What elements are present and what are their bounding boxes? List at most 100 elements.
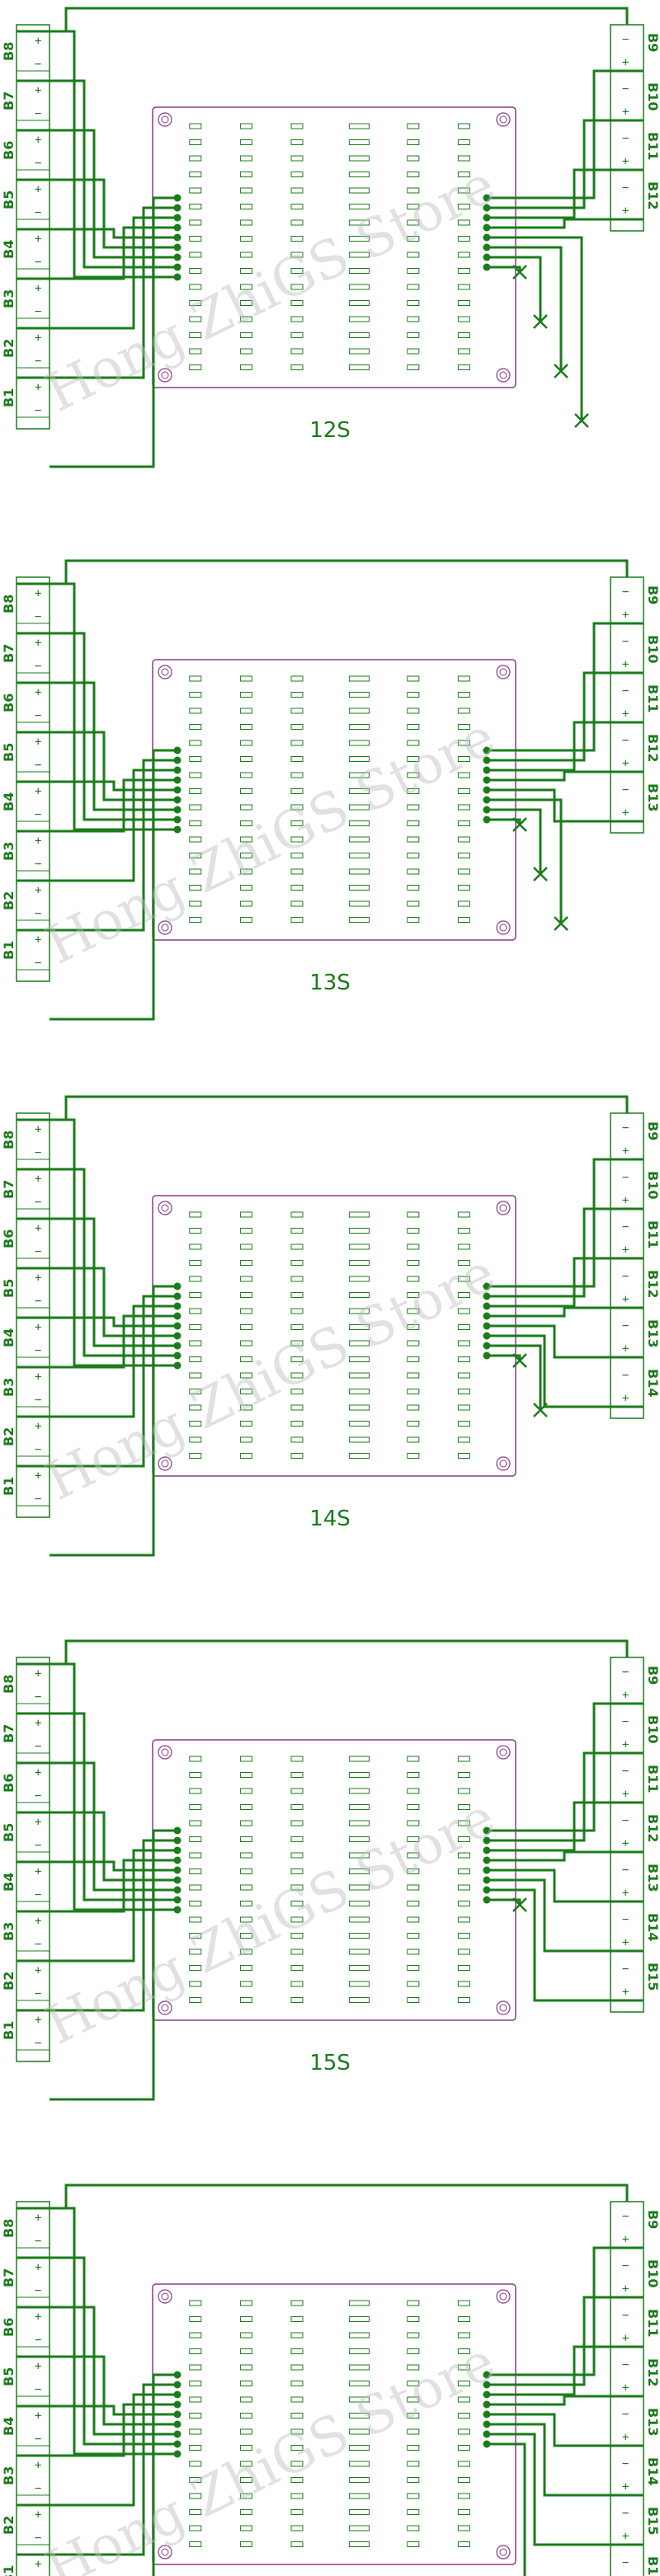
balance-wire-left: [50, 681, 177, 811]
mount-hole: [158, 112, 172, 127]
board-component: [189, 1948, 202, 1955]
board-component: [348, 1340, 370, 1347]
minus-sign: −: [35, 2284, 41, 2297]
board-component: [189, 675, 202, 682]
connector-pin: [483, 1876, 491, 1884]
cell-label-right: B12: [645, 2358, 660, 2386]
minus-sign: −: [35, 1938, 41, 1951]
minus-sign: −: [35, 2334, 41, 2347]
minus-sign: −: [622, 2259, 629, 2273]
balance-wire-right: [487, 2413, 610, 2447]
board-component: [457, 836, 470, 843]
minus-sign: −: [622, 585, 629, 599]
cell-label-right: B9: [645, 1121, 660, 1140]
board-component: [457, 804, 470, 811]
board-component: [407, 756, 420, 762]
board-component: [189, 172, 202, 177]
cell-label-right: B14: [645, 1913, 660, 1941]
minus-sign: −: [622, 734, 629, 747]
balance-wire-right: [487, 2296, 610, 2386]
board-component: [290, 332, 304, 338]
board-component: [189, 364, 202, 370]
board-component: [239, 139, 252, 145]
board-component: [239, 1243, 252, 1250]
connector-pin: [173, 776, 182, 784]
board-component: [457, 1869, 470, 1874]
board-component: [348, 1324, 370, 1330]
balance-wire-left: [50, 1761, 177, 1892]
mount-hole-inner: [161, 1204, 169, 1212]
board-component: [407, 1948, 420, 1955]
board-component: [189, 332, 202, 338]
plus-sign: +: [35, 282, 41, 295]
board-component: [189, 187, 202, 194]
balance-wire-left: [50, 1118, 177, 1367]
board-component: [290, 868, 304, 875]
plus-sign: +: [35, 1964, 41, 1977]
connector-pin: [173, 816, 182, 824]
minus-sign: −: [35, 1492, 41, 1506]
minus-sign: −: [35, 256, 41, 269]
board-component: [239, 1404, 252, 1411]
board-component: [239, 1916, 252, 1923]
cell-label-right: B9: [645, 1666, 660, 1685]
board-component: [290, 1356, 304, 1362]
main-positive-wire: [50, 7, 629, 33]
board-component: [407, 1389, 420, 1394]
board-component: [290, 2461, 304, 2467]
board-component: [348, 2461, 370, 2467]
cell-label-left: B3: [1, 1378, 16, 1397]
board-component: [290, 2316, 304, 2322]
balance-wire-left: [50, 2355, 177, 2426]
board-component: [290, 1453, 304, 1459]
board-component: [348, 2364, 370, 2371]
balance-wire-right: [487, 1324, 610, 1359]
connector-pin: [173, 796, 182, 804]
cell-label-right: B13: [645, 2408, 660, 2436]
board-component: [290, 316, 304, 322]
board-component: [407, 332, 420, 338]
board-component: [407, 1276, 420, 1282]
board-component: [189, 2413, 202, 2419]
board-component: [457, 1965, 470, 1971]
board-component: [189, 139, 202, 145]
balance-wire-left: [152, 2373, 177, 2576]
balance-wire-right: [487, 1334, 610, 1408]
board-component: [348, 348, 370, 355]
board-component: [239, 1421, 252, 1427]
board-component: [189, 2541, 202, 2547]
board-component: [189, 1788, 202, 1794]
board-component: [239, 1869, 252, 1874]
connector-pin: [483, 796, 491, 804]
board-component: [457, 1852, 470, 1859]
board-component: [457, 1243, 470, 1250]
board-component: [348, 316, 370, 322]
connector-pin: [173, 1866, 182, 1874]
board-component: [348, 1772, 370, 1778]
board-component: [348, 692, 370, 698]
board-component: [239, 172, 252, 177]
board-component: [290, 675, 304, 682]
main-positive-wire: [50, 2183, 629, 2210]
connector-pin: [173, 1302, 182, 1310]
cell-label-left: B8: [1, 595, 16, 613]
board-component: [348, 1901, 370, 1906]
plus-sign: +: [35, 35, 41, 48]
board-component: [407, 204, 420, 209]
balance-wire-left: [50, 2383, 177, 2556]
connector-pin: [483, 1856, 491, 1864]
minus-sign: −: [35, 1295, 41, 1308]
board-component: [348, 1933, 370, 1939]
board-component: [457, 740, 470, 746]
plus-sign: +: [35, 736, 41, 749]
minus-sign: −: [35, 1987, 41, 2000]
cell-label-left: B1: [1, 941, 16, 960]
main-positive-wire: [50, 1639, 629, 1666]
board-component: [457, 1211, 470, 1218]
board-component: [290, 1933, 304, 1939]
board-component: [348, 1997, 370, 2003]
connector-pin: [483, 2410, 491, 2419]
cell-label-left: B4: [1, 2417, 16, 2436]
plus-sign: +: [622, 1243, 629, 1257]
unused-wire-end-x: [512, 817, 527, 832]
